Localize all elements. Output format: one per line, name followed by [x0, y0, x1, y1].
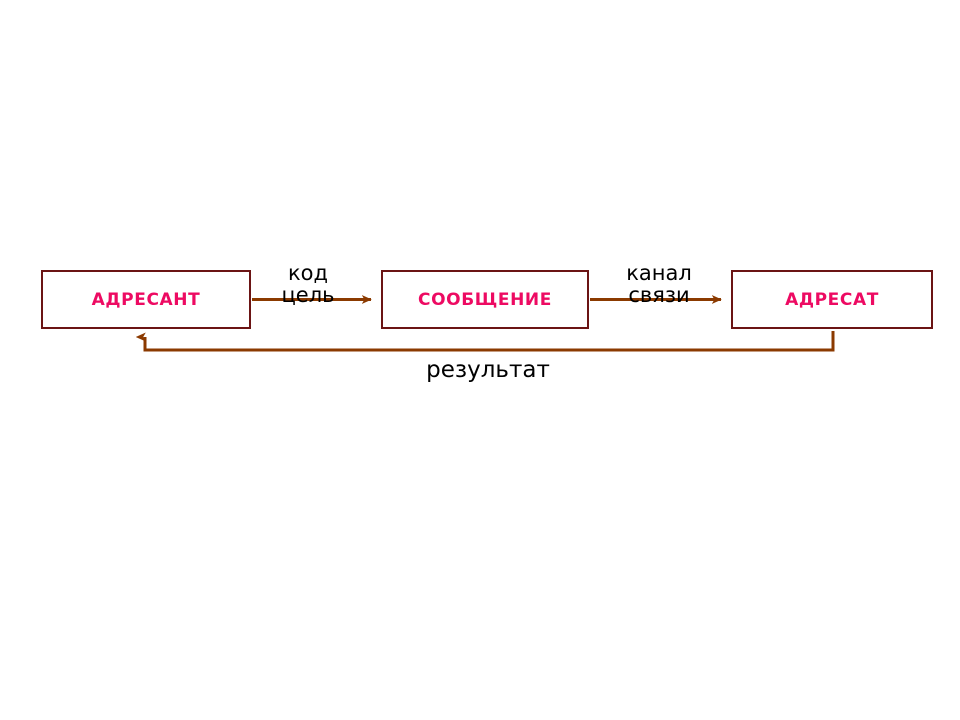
edge-label-communication-channel: канал связи [613, 262, 705, 306]
connector-feedback-result [135, 331, 835, 352]
edge-label-result: результат [408, 358, 568, 382]
edge-label-channel-line1: канал [626, 261, 692, 285]
node-box-sender[interactable]: АДРЕСАНТ [41, 270, 251, 329]
edge-label-code-purpose: код цель [272, 262, 344, 306]
node-label-sender: АДРЕСАНТ [91, 289, 201, 310]
node-label-receiver: АДРЕСАТ [785, 289, 879, 310]
node-box-receiver[interactable]: АДРЕСАТ [731, 270, 933, 329]
edge-label-code-line1: код [287, 261, 329, 285]
edge-label-channel-line2: связи [628, 283, 690, 308]
node-box-message[interactable]: СООБЩЕНИЕ [381, 270, 589, 329]
node-label-message: СООБЩЕНИЕ [418, 289, 552, 310]
edge-label-result-line1: результат [426, 357, 550, 383]
edge-label-code-line2: цель [281, 283, 335, 308]
